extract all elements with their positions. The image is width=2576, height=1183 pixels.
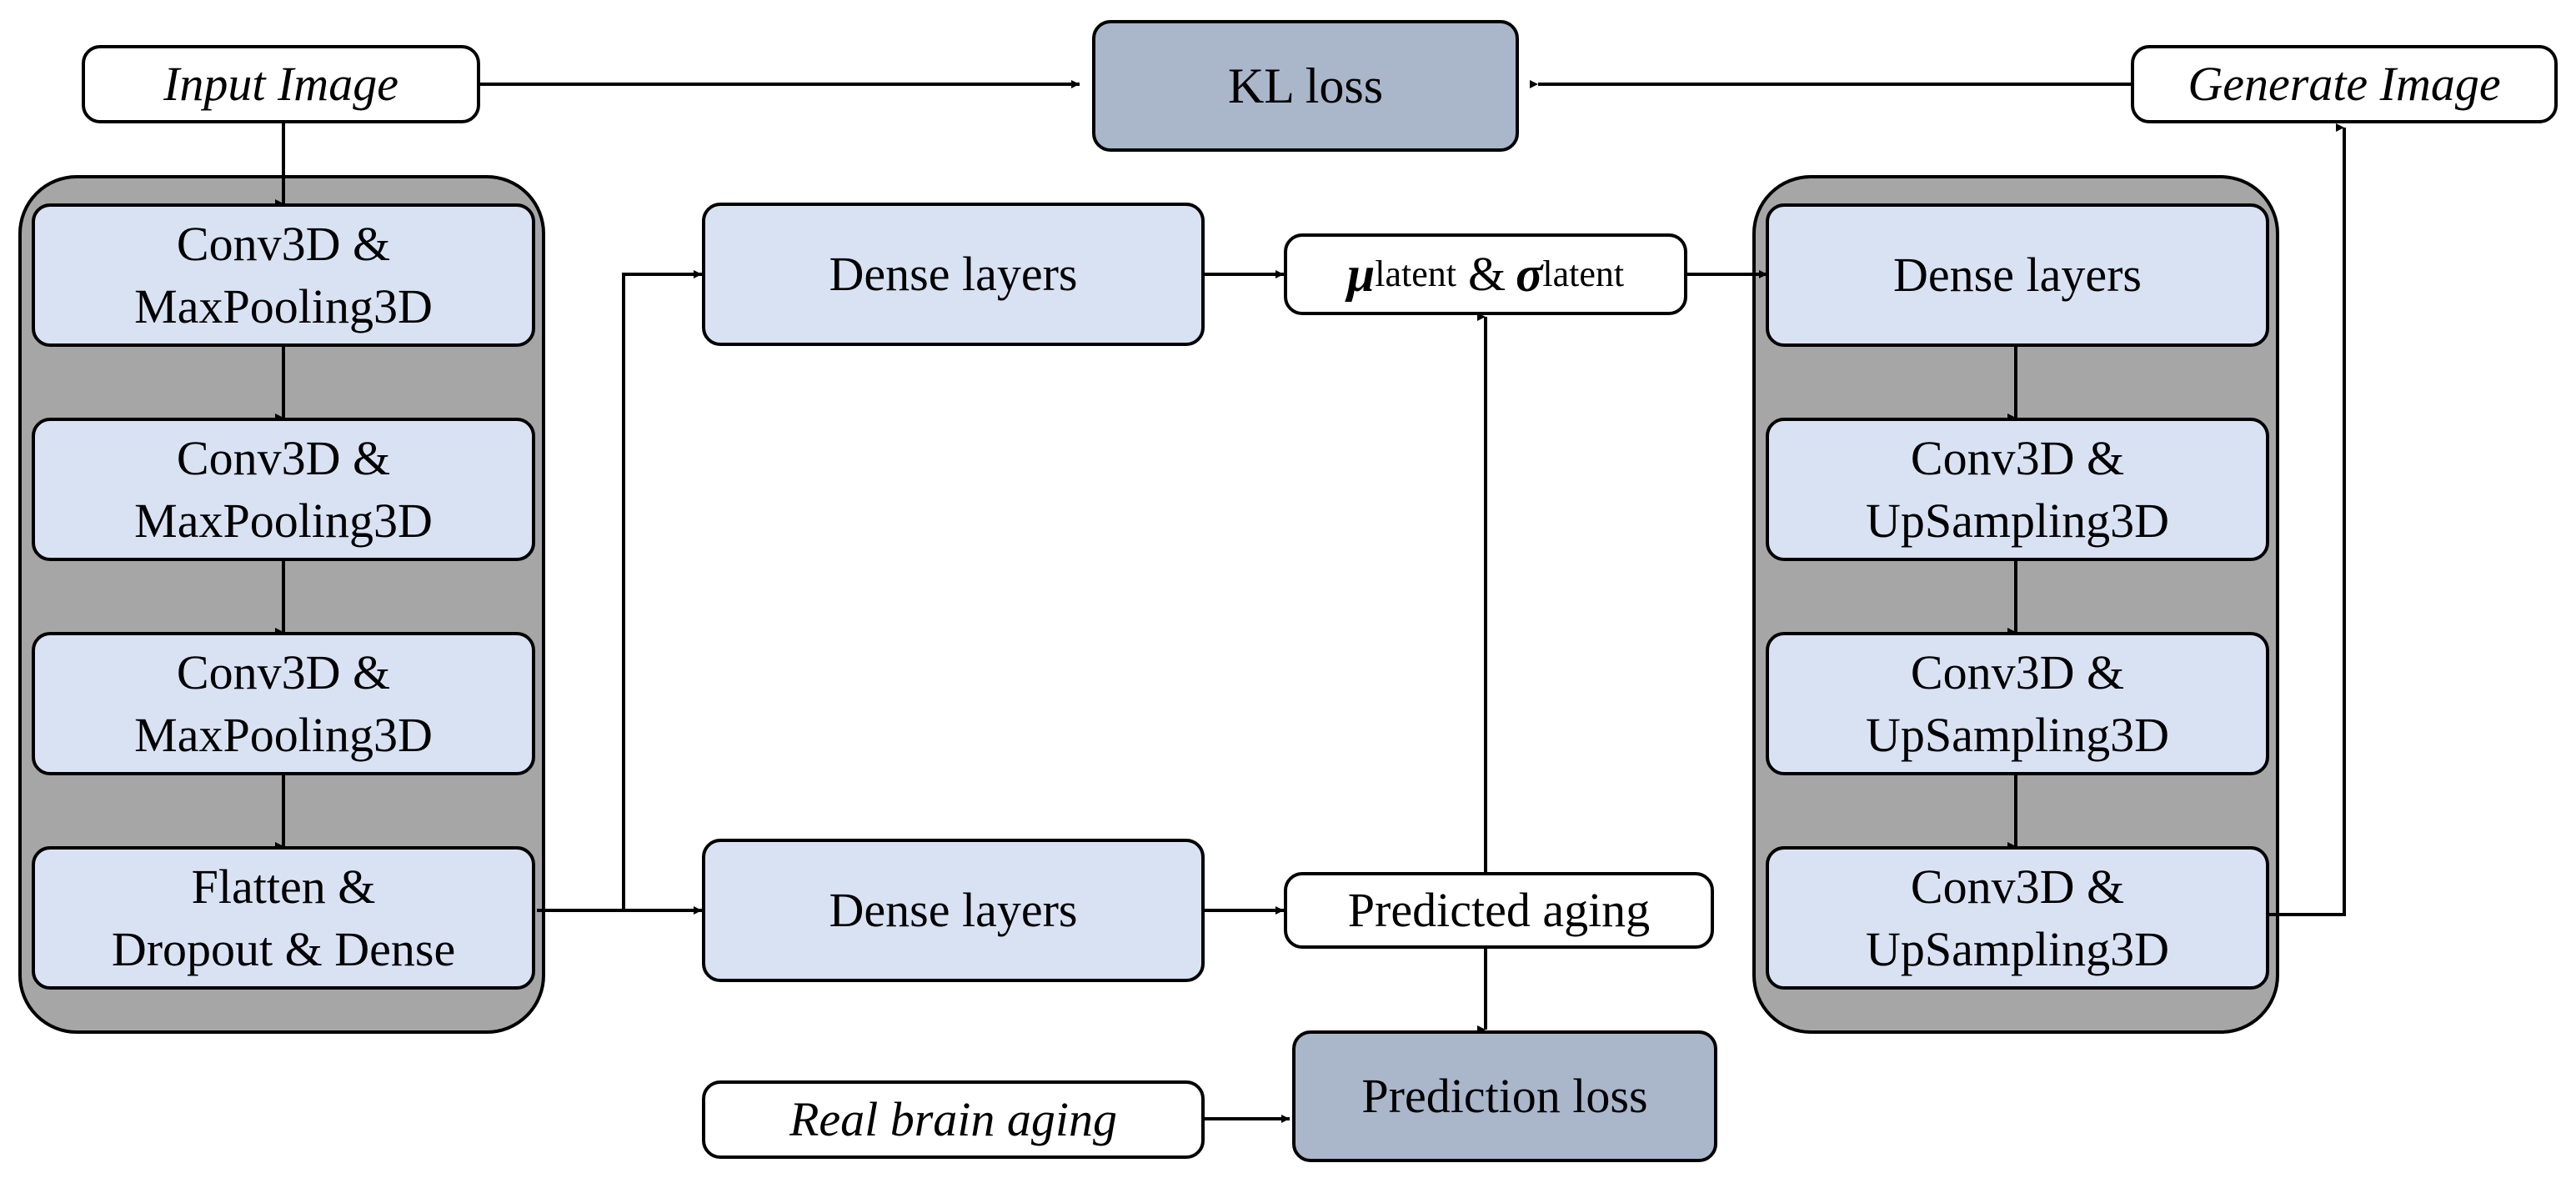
input-image-node: Input Image bbox=[82, 45, 480, 123]
arrow-decoder-to-generate bbox=[2269, 123, 2346, 916]
predicted-aging-node: Predicted aging bbox=[1284, 872, 1714, 949]
mu-subscript: latent bbox=[1375, 253, 1456, 295]
encoder-block-4: Flatten & Dropout & Dense bbox=[32, 846, 535, 990]
dense-layers-bottom: Dense layers bbox=[702, 839, 1205, 982]
mu-symbol: μ bbox=[1346, 247, 1376, 302]
dense-layers-top: Dense layers bbox=[702, 203, 1205, 346]
decoder-block-2: Conv3D & UpSampling3D bbox=[1766, 418, 2269, 561]
encoder-block-1: Conv3D & MaxPooling3D bbox=[32, 203, 535, 347]
decoder-block-1: Dense layers bbox=[1766, 203, 2269, 347]
generate-image-node: Generate Image bbox=[2131, 45, 2558, 123]
arrow-enc-to-dense-top bbox=[622, 270, 702, 910]
real-brain-aging-node: Real brain aging bbox=[702, 1080, 1205, 1159]
sigma-symbol: σ bbox=[1516, 247, 1543, 302]
sigma-subscript: latent bbox=[1542, 253, 1625, 295]
encoder-block-2: Conv3D & MaxPooling3D bbox=[32, 418, 535, 561]
latent-joiner: & bbox=[1467, 247, 1506, 302]
kl-loss-node: KL loss bbox=[1092, 20, 1519, 152]
decoder-block-4: Conv3D & UpSampling3D bbox=[1766, 846, 2269, 990]
prediction-loss-node: Prediction loss bbox=[1292, 1030, 1717, 1162]
encoder-block-3: Conv3D & MaxPooling3D bbox=[32, 632, 535, 775]
decoder-block-3: Conv3D & UpSampling3D bbox=[1766, 632, 2269, 775]
